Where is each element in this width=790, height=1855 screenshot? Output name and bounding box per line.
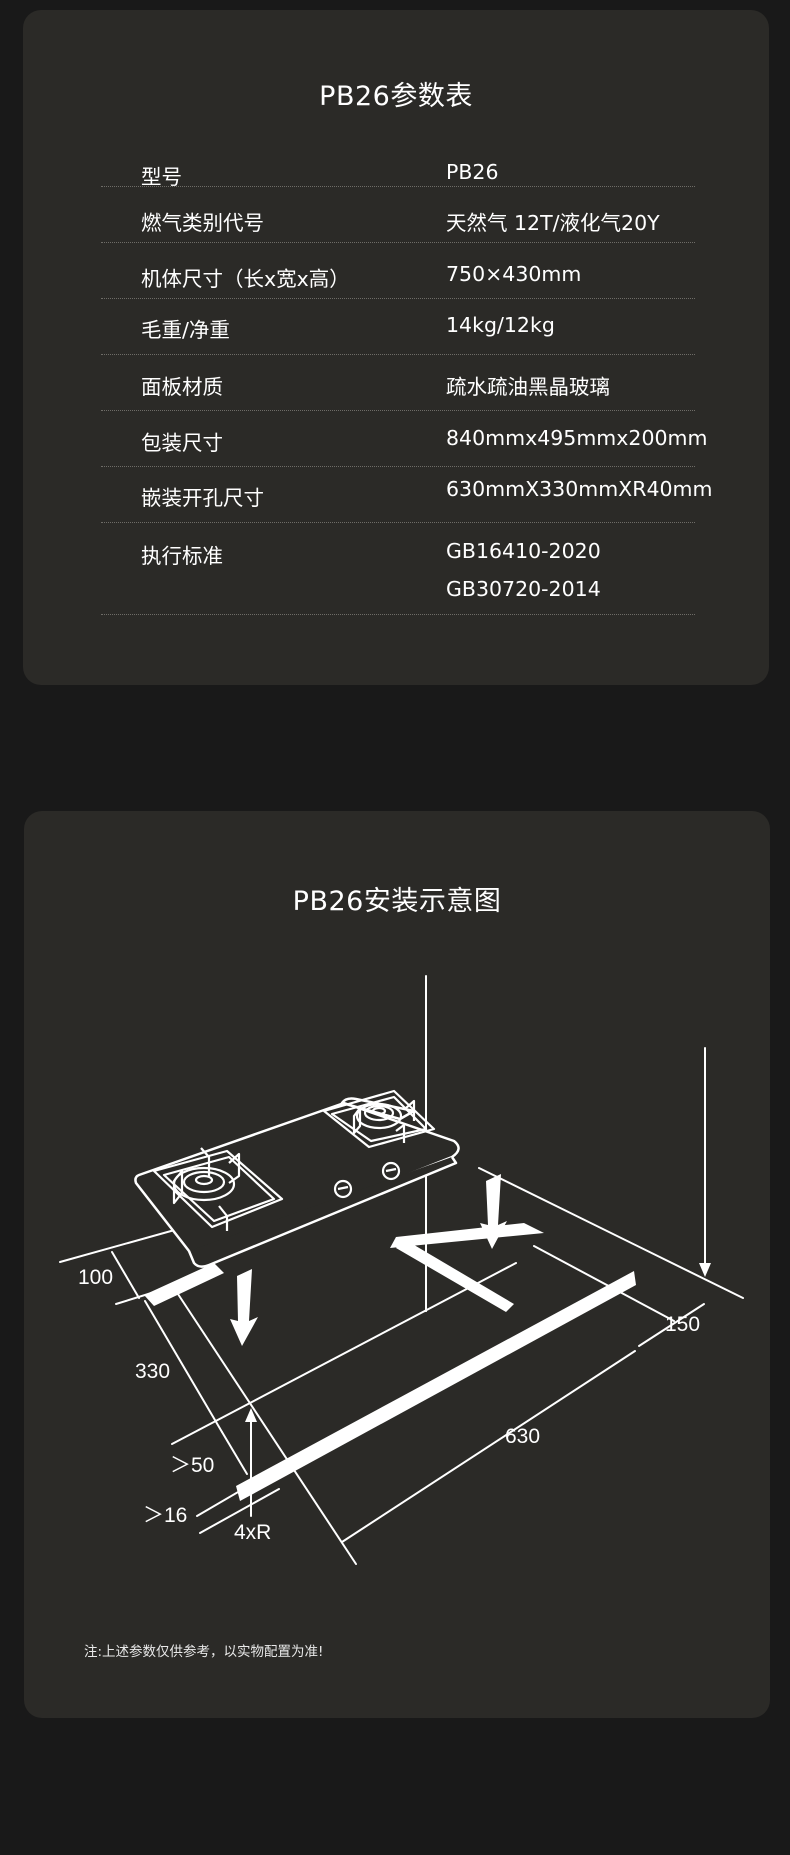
dim-front-margin: 100 [78, 1266, 113, 1289]
left-burner-tray [152, 1149, 284, 1229]
spec-label: 嵌装开孔尺寸 [141, 486, 264, 510]
spec-row-cutout-size: 嵌装开孔尺寸 630mmX330mmXR40mm [101, 467, 713, 523]
spec-row-standard: 执行标准 GB16410-2020 GB30720-2014 [101, 523, 695, 615]
spec-row-body-size: 机体尺寸（长x宽x高） 750×430mm [101, 243, 695, 299]
spec-label: 面板材质 [141, 375, 223, 399]
dim-back-margin: ＞50 [170, 1454, 214, 1477]
spec-value: 疏水疏油黑晶玻璃 [446, 375, 610, 399]
spec-row-weight: 毛重/净重 14kg/12kg [101, 299, 695, 355]
standard-2: GB30720-2014 [446, 577, 601, 601]
spec-value: 840mmx495mmx200mm [446, 426, 708, 450]
install-card: PB26安装示意图 [24, 811, 770, 1718]
knob-icon [333, 1179, 353, 1199]
spec-row-panel-material: 面板材质 疏水疏油黑晶玻璃 [101, 355, 695, 411]
spec-label: 燃气类别代号 [141, 211, 264, 235]
standard-1: GB16410-2020 [446, 539, 601, 563]
spec-value: 天然气 12T/液化气20Y [446, 211, 660, 235]
spec-label: 型号 [141, 165, 182, 189]
cutout-edges [144, 1223, 636, 1501]
dim-cutout-width: 630 [505, 1425, 540, 1448]
spec-label: 包装尺寸 [141, 431, 223, 455]
spec-value: 750×430mm [446, 262, 582, 286]
right-burner-icon [355, 1102, 403, 1130]
spec-value: GB16410-2020 GB30720-2014 [446, 539, 601, 601]
cooktop [134, 1097, 460, 1268]
spec-value: 630mmX330mmXR40mm [446, 477, 713, 501]
spec-row-model: 型号 PB26 [101, 126, 695, 189]
right-burner-tray [322, 1089, 436, 1149]
spec-table: 型号 PB26 燃气类别代号 天然气 12T/液化气20Y 机体尺寸（长x宽x高… [101, 126, 713, 615]
dim-corner-radius: 4xR [234, 1521, 271, 1544]
knob-icon [381, 1161, 401, 1181]
specs-card: PB26参数表 型号 PB26 燃气类别代号 天然气 12T/液化气20Y 机体… [23, 10, 769, 685]
spec-row-package-size: 包装尺寸 840mmx495mmx200mm [101, 411, 707, 467]
spec-row-gas-type: 燃气类别代号 天然气 12T/液化气20Y [101, 187, 695, 243]
dim-board-thickness: ＞16 [143, 1504, 187, 1527]
spec-value: 14kg/12kg [446, 313, 555, 337]
spec-label: 机体尺寸（长x宽x高） [141, 267, 350, 291]
dim-cutout-depth: 330 [135, 1360, 170, 1383]
specs-title: PB26参数表 [319, 81, 473, 113]
spec-label: 执行标准 [141, 544, 223, 568]
footnote: 注:上述参数仅供参考，以实物配置为准! [84, 1644, 324, 1660]
down-arrow-icon [230, 1174, 507, 1346]
spec-label: 毛重/净重 [141, 318, 230, 342]
dim-side-margin: 150 [665, 1313, 700, 1336]
spec-value: PB26 [446, 160, 499, 184]
installation-diagram: 100 330 ＞50 ＞16 4xR 630 150 [59, 975, 744, 1565]
install-title: PB26安装示意图 [292, 886, 502, 918]
